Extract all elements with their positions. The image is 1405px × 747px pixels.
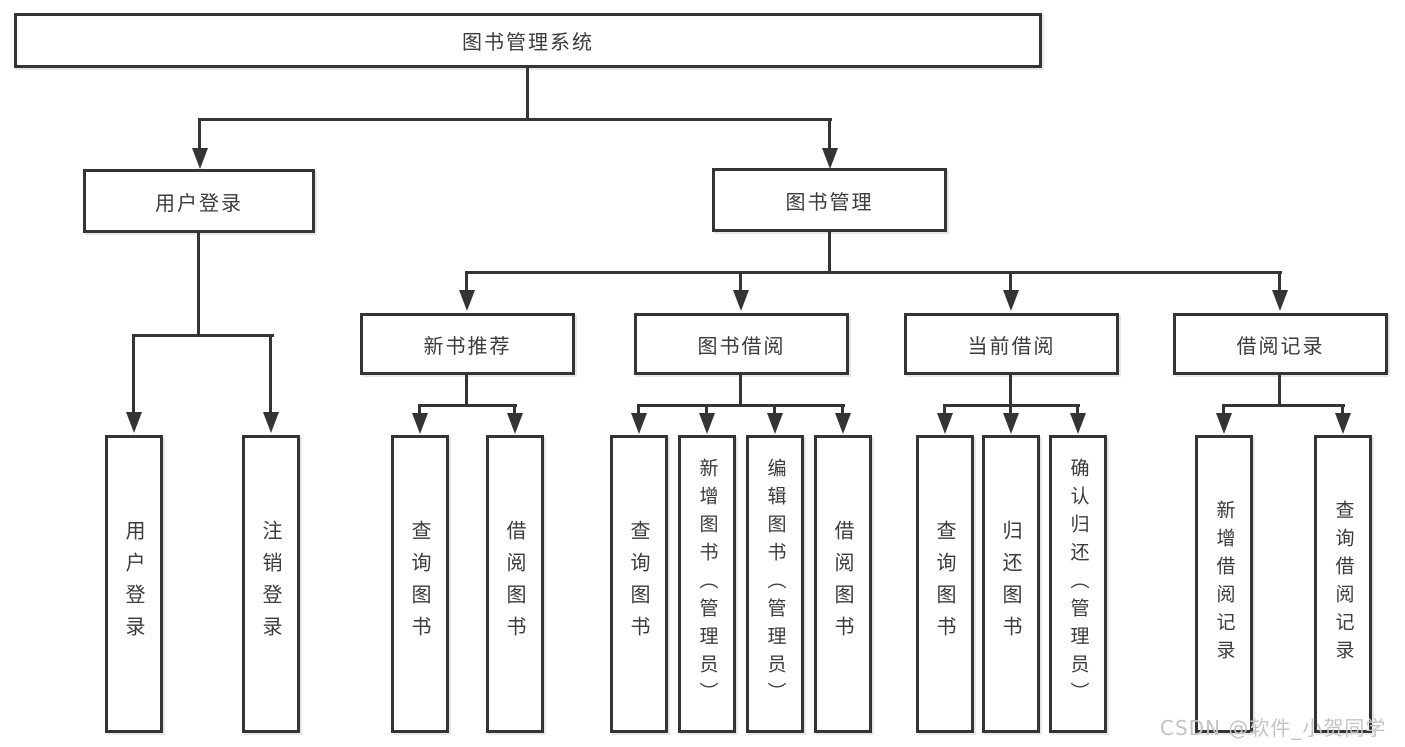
node-label: 确认归还（管理员） — [1067, 458, 1090, 710]
arrow-down-icon — [733, 290, 749, 311]
node-label: 查询图书 — [408, 520, 432, 648]
connector-line — [132, 334, 274, 337]
arrow-down-icon — [1272, 290, 1288, 311]
node-label: 图书管理系统 — [462, 30, 594, 54]
connector-line — [418, 404, 517, 407]
node-library-system: 图书管理系统 — [14, 13, 1042, 68]
node-label: 新增借阅记录 — [1213, 500, 1236, 668]
leaf-edit-book-admin: 编辑图书（管理员） — [746, 435, 804, 733]
node-label: 注销登录 — [259, 520, 283, 648]
connector-line — [739, 375, 742, 406]
connector-line — [465, 271, 1282, 274]
arrow-down-icon — [835, 413, 851, 434]
connector-line — [198, 120, 201, 150]
leaf-add-borrow-record: 新增借阅记录 — [1195, 435, 1253, 733]
connector-line — [418, 404, 421, 414]
node-label: 当前借阅 — [967, 333, 1056, 358]
connector-line — [637, 404, 640, 414]
arrow-down-icon — [1070, 413, 1086, 434]
connector-line — [465, 273, 468, 291]
node-new-book-recommend: 新书推荐 — [360, 313, 575, 375]
leaf-logout: 注销登录 — [242, 435, 300, 733]
node-label: 借阅图书 — [831, 520, 855, 648]
node-label: 编辑图书（管理员） — [764, 458, 787, 710]
arrow-down-icon — [699, 413, 715, 434]
node-label: 借阅图书 — [503, 520, 527, 648]
leaf-query-books-current: 查询图书 — [916, 435, 974, 733]
node-borrow-records: 借阅记录 — [1173, 313, 1388, 375]
node-label: 查询图书 — [627, 520, 651, 648]
arrow-down-icon — [1003, 413, 1019, 434]
node-label: 图书管理 — [785, 189, 874, 214]
connector-line — [1076, 404, 1079, 414]
leaf-user-login: 用户登录 — [105, 435, 163, 733]
connector-line — [526, 68, 529, 120]
arrow-down-icon — [507, 413, 523, 434]
connector-line — [773, 404, 776, 414]
node-label: 新书推荐 — [423, 333, 512, 358]
connector-line — [1278, 375, 1281, 406]
arrow-down-icon — [1216, 413, 1232, 434]
leaf-borrow-books-borrowing: 借阅图书 — [814, 435, 872, 733]
connector-line — [132, 336, 135, 412]
arrow-down-icon — [631, 413, 647, 434]
leaf-return-book: 归还图书 — [982, 435, 1040, 733]
arrow-down-icon — [767, 413, 783, 434]
connector-line — [841, 404, 844, 414]
connector-line — [943, 404, 946, 414]
node-user-login: 用户登录 — [83, 169, 315, 233]
arrow-down-icon — [1335, 413, 1351, 434]
arrow-down-icon — [1003, 290, 1019, 311]
node-label: 借阅记录 — [1236, 333, 1325, 358]
arrow-down-icon — [263, 412, 279, 433]
connector-line — [739, 273, 742, 291]
connector-line — [637, 404, 845, 407]
connector-line — [1222, 404, 1345, 407]
leaf-query-books-recommend: 查询图书 — [391, 435, 449, 733]
arrow-down-icon — [126, 412, 142, 433]
connector-line — [1222, 404, 1225, 414]
csdn-watermark: CSDN @软件_小贺同学 — [1160, 716, 1387, 740]
node-label: 查询图书 — [933, 520, 957, 648]
arrow-down-icon — [192, 148, 208, 169]
connector-line — [705, 404, 708, 414]
arrow-down-icon — [459, 290, 475, 311]
leaf-add-book-admin: 新增图书（管理员） — [678, 435, 736, 733]
connector-line — [269, 336, 272, 412]
arrow-down-icon — [937, 413, 953, 434]
connector-line — [465, 375, 468, 406]
connector-line — [828, 232, 831, 273]
node-book-management: 图书管理 — [712, 168, 947, 232]
connector-line — [1009, 273, 1012, 291]
node-label: 用户登录 — [122, 520, 146, 648]
connector-line — [1009, 404, 1012, 414]
node-label: 图书借阅 — [697, 333, 786, 358]
arrow-down-icon — [822, 148, 838, 169]
connector-line — [513, 404, 516, 414]
connector-line — [1341, 404, 1344, 414]
leaf-borrow-books-recommend: 借阅图书 — [486, 435, 544, 733]
connector-line — [1009, 375, 1012, 406]
node-current-borrowing: 当前借阅 — [904, 313, 1119, 375]
leaf-confirm-return-admin: 确认归还（管理员） — [1049, 435, 1107, 733]
node-label: 用户登录 — [155, 190, 243, 215]
leaf-query-books-borrowing: 查询图书 — [610, 435, 668, 733]
node-label: 归还图书 — [999, 520, 1023, 648]
connector-line — [197, 233, 200, 336]
node-label: 新增图书（管理员） — [696, 458, 719, 710]
node-label: 查询借阅记录 — [1332, 500, 1355, 668]
connector-line — [828, 120, 831, 150]
connector-line — [198, 118, 832, 121]
connector-line — [1278, 273, 1281, 291]
leaf-query-borrow-record: 查询借阅记录 — [1314, 435, 1372, 733]
node-book-borrowing: 图书借阅 — [634, 313, 849, 375]
arrow-down-icon — [412, 413, 428, 434]
